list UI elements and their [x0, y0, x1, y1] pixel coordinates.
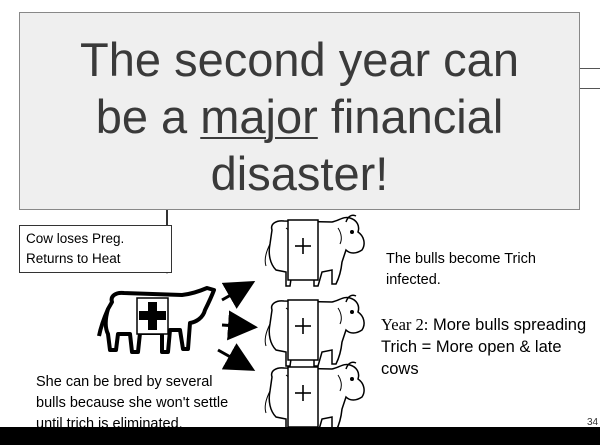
- plus-icon: [139, 302, 166, 330]
- title-underlined-word: major: [200, 90, 318, 143]
- title-line-2: be a major financial: [20, 88, 579, 145]
- callout-box: Cow loses Preg. Returns to Heat: [19, 225, 172, 273]
- bull-icon: [264, 214, 365, 287]
- callout-line-2: Returns to Heat: [26, 251, 121, 266]
- bulls-infected-text: The bulls become Trich infected.: [386, 251, 536, 288]
- year2-body: More bulls spreading Trich = More open &…: [381, 316, 587, 378]
- title-line-2-pre: be a: [95, 90, 201, 143]
- bull-icon: [264, 361, 365, 434]
- title-box: The second year can be a major financial…: [19, 12, 580, 210]
- bottom-bar: [0, 427, 600, 445]
- cow-caption: She can be bred by several bulls because…: [36, 374, 229, 432]
- title-line-2-post: financial: [317, 90, 504, 143]
- arrow-icon: [221, 281, 256, 309]
- title-line-1: The second year can: [80, 33, 519, 86]
- page-number: 34: [587, 417, 599, 428]
- year2-label: Year 2:: [381, 315, 429, 334]
- rule-line: [580, 88, 600, 89]
- arrow-icon: [221, 310, 258, 341]
- arrow-icon: [217, 343, 256, 371]
- bull-icon: [264, 294, 365, 367]
- title-line-3: disaster!: [210, 147, 389, 200]
- year2-text: Year 2: More bulls spreading Trich = Mor…: [381, 314, 591, 380]
- rule-line: [580, 68, 600, 69]
- callout-line-1: Cow loses Preg.: [26, 231, 125, 246]
- slide-title: The second year can be a major financial…: [20, 31, 579, 202]
